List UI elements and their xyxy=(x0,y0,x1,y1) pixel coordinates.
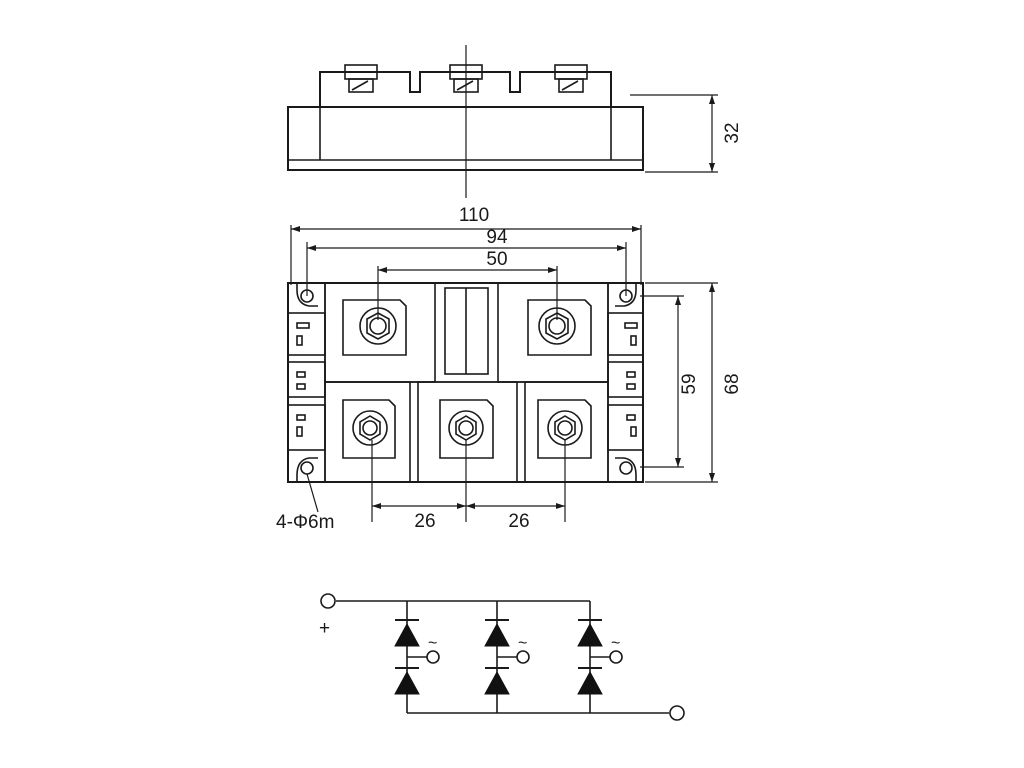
terminal-bottom-right xyxy=(537,399,592,459)
terminal-top-right xyxy=(527,299,592,356)
mount-hole-top-left xyxy=(300,289,314,303)
bridge-leg-2: ~ xyxy=(484,601,530,713)
side-terminal-3 xyxy=(554,64,588,93)
dim-height-side: 32 xyxy=(722,122,743,143)
mount-hole-top-right xyxy=(619,289,633,303)
diode-lower-3 xyxy=(577,670,603,695)
bridge-leg-1: ~ xyxy=(394,601,440,713)
dim-mount-hole: 4-Φ6m xyxy=(276,512,334,533)
left-side-tabs xyxy=(287,312,326,451)
negative-terminal xyxy=(669,705,685,721)
mount-hole-bottom-left xyxy=(300,461,314,475)
bridge-leg-3: ~ xyxy=(577,601,623,713)
ac-terminal-1 xyxy=(426,650,440,664)
diode-upper-3 xyxy=(577,622,603,647)
ac-terminal-3 xyxy=(609,650,623,664)
dim-top-terminal-spacing: 50 xyxy=(486,249,507,270)
dim-terminal-pitch-left: 26 xyxy=(414,511,435,532)
dim-overall-height: 68 xyxy=(722,373,743,394)
diode-lower-2 xyxy=(484,670,510,695)
side-terminal-1 xyxy=(344,64,378,93)
side-view: 32 xyxy=(287,45,743,198)
right-side-tabs xyxy=(607,312,644,451)
top-view: 110 94 50 xyxy=(276,205,743,533)
ac-terminal-2 xyxy=(516,650,530,664)
diode-upper-1 xyxy=(394,622,420,647)
ac-symbol-3: ~ xyxy=(611,635,620,652)
ac-symbol-2: ~ xyxy=(518,635,527,652)
diode-lower-1 xyxy=(394,670,420,695)
ac-symbol-1: ~ xyxy=(428,635,437,652)
terminal-bottom-left xyxy=(342,399,396,459)
dim-overall-width: 110 xyxy=(459,205,489,226)
dim-terminal-pitch-right: 26 xyxy=(508,511,529,532)
positive-terminal xyxy=(320,593,336,609)
bridge-schematic: + ~ ~ xyxy=(319,593,685,721)
dim-mount-spacing: 94 xyxy=(486,227,508,248)
terminal-top-left xyxy=(342,299,407,356)
positive-label: + xyxy=(319,618,330,639)
diode-upper-2 xyxy=(484,622,510,647)
mount-hole-bottom-right xyxy=(619,461,633,475)
dim-mount-vertical: 59 xyxy=(679,373,700,394)
